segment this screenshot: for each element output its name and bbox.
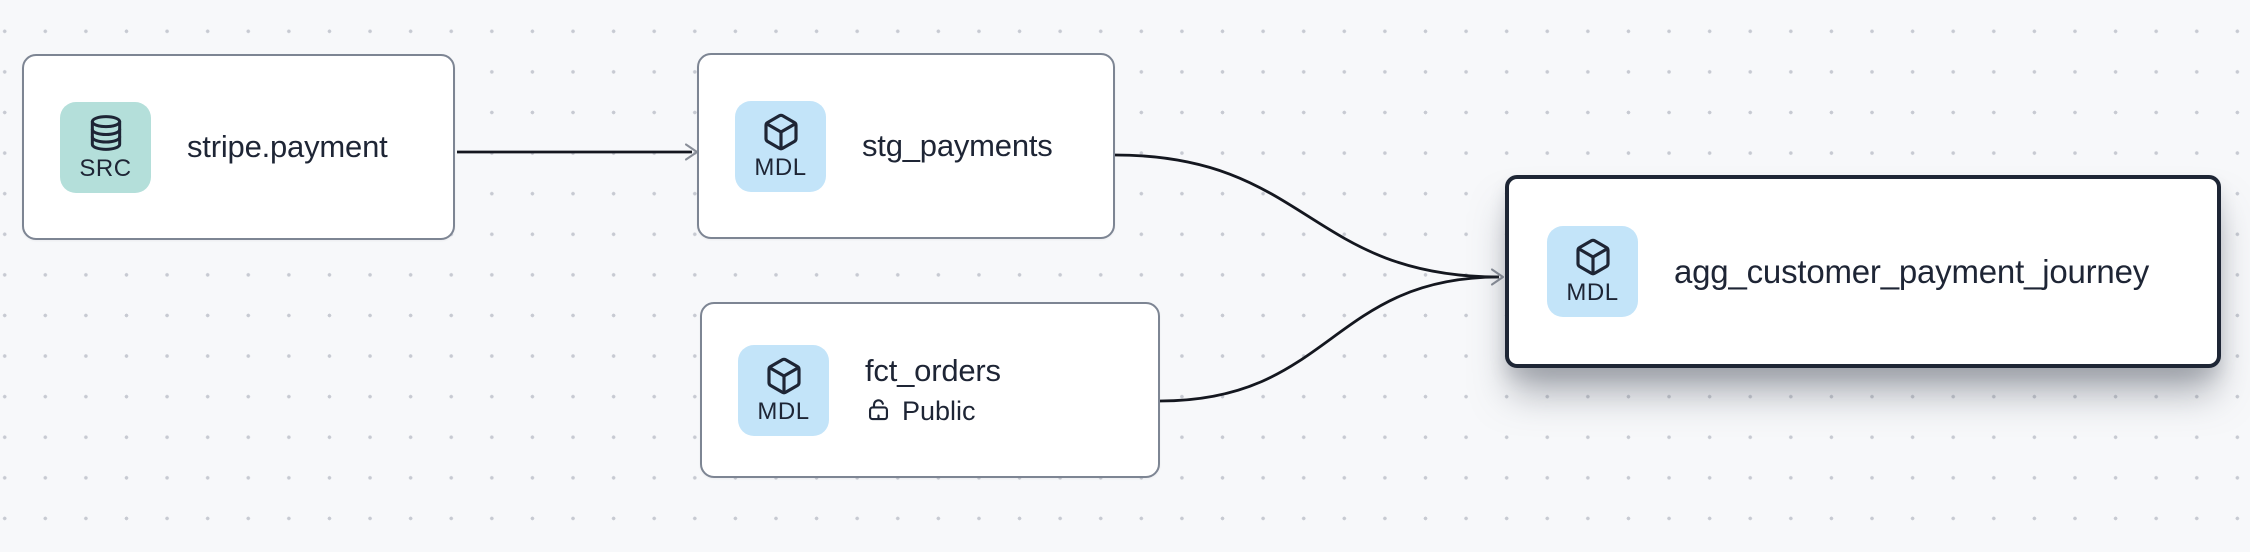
node-label: agg_customer_payment_journey bbox=[1674, 252, 2150, 290]
access-row: Public bbox=[865, 396, 1001, 428]
model-type-badge: MDL bbox=[735, 100, 826, 192]
node-fct-orders[interactable]: MDL fct_orders Public bbox=[700, 302, 1160, 478]
source-type-badge: SRC bbox=[60, 101, 151, 193]
unlock-icon bbox=[865, 396, 892, 428]
badge-label: MDL bbox=[754, 153, 807, 181]
badge-label: MDL bbox=[1566, 279, 1619, 307]
badge-label: SRC bbox=[79, 154, 132, 182]
box-icon bbox=[1573, 237, 1613, 277]
badge-label: MDL bbox=[757, 397, 810, 425]
access-label: Public bbox=[902, 396, 976, 426]
node-label: fct_orders bbox=[865, 352, 1001, 388]
database-icon bbox=[86, 113, 126, 153]
box-icon bbox=[761, 112, 801, 152]
node-stripe-payment[interactable]: SRC stripe.payment bbox=[22, 54, 455, 240]
box-icon bbox=[764, 356, 804, 396]
node-label-stack: fct_orders Public bbox=[865, 353, 1001, 428]
node-stg-payments[interactable]: MDL stg_payments bbox=[697, 53, 1115, 239]
model-type-badge: MDL bbox=[1547, 226, 1638, 317]
edge-fct-orders-to-agg-customer-payment-journey[interactable] bbox=[1159, 275, 1500, 403]
edge-stg-payments-to-agg-customer-payment-journey[interactable] bbox=[1114, 153, 1500, 279]
node-label: stripe.payment bbox=[187, 129, 388, 164]
node-label: stg_payments bbox=[862, 128, 1053, 163]
node-agg-customer-payment-journey[interactable]: MDL agg_customer_payment_journey bbox=[1505, 175, 2221, 368]
model-type-badge: MDL bbox=[738, 344, 829, 436]
